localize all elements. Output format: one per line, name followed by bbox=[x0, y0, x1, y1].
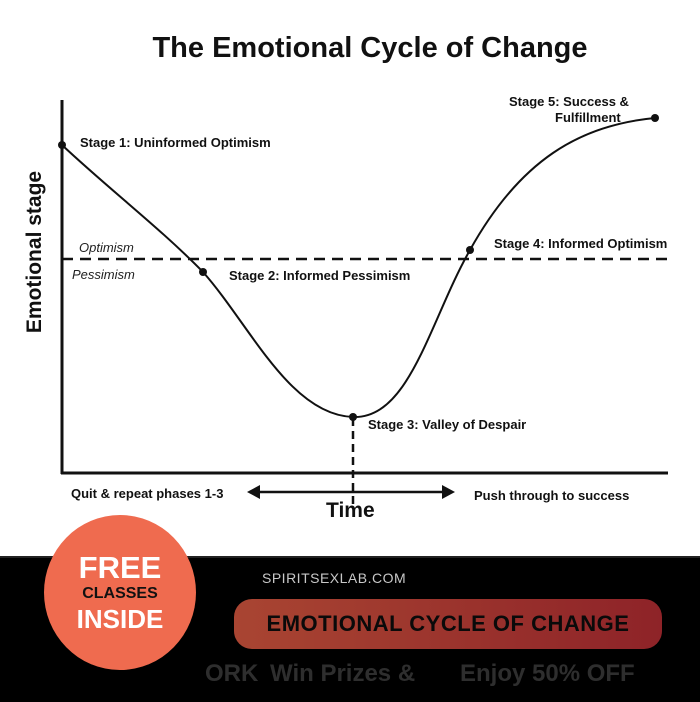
headline-button[interactable]: EMOTIONAL CYCLE OF CHANGE bbox=[234, 599, 662, 649]
stage-5-label-line1: Stage 5: Success & bbox=[509, 94, 629, 109]
stage-4-point bbox=[466, 246, 474, 254]
stage-2-label: Stage 2: Informed Pessimism bbox=[229, 268, 411, 283]
stage-3-label: Stage 3: Valley of Despair bbox=[368, 417, 527, 432]
time-arrow bbox=[247, 485, 455, 499]
cycle-diagram bbox=[58, 100, 668, 506]
badge-line-1: FREE bbox=[78, 550, 162, 585]
headline-text: EMOTIONAL CYCLE OF CHANGE bbox=[266, 611, 630, 636]
background-promo-line1: Win Prizes & bbox=[270, 660, 416, 687]
stage-1-point bbox=[58, 141, 66, 149]
stage-4-label: Stage 4: Informed Optimism bbox=[494, 236, 668, 251]
site-name[interactable]: SPIRITSEXLAB.COM bbox=[262, 570, 407, 586]
stage-2-point bbox=[199, 268, 207, 276]
stage-1-label: Stage 1: Uninformed Optimism bbox=[80, 135, 271, 150]
background-promo-line2: Enjoy 50% OFF bbox=[460, 660, 635, 687]
free-classes-badge[interactable]: FREE CLASSES INSIDE bbox=[44, 515, 196, 670]
x-axis-label: Time bbox=[326, 499, 375, 522]
badge-line-3: INSIDE bbox=[76, 604, 164, 634]
background-partial-text: ORK bbox=[205, 660, 259, 687]
stage-5-label-line2: Fulfillment bbox=[555, 110, 621, 125]
push-label: Push through to success bbox=[474, 488, 630, 503]
badge-line-2: CLASSES bbox=[82, 585, 158, 602]
stage-5-point bbox=[651, 114, 659, 122]
optimism-label: Optimism bbox=[79, 240, 134, 255]
quit-label: Quit & repeat phases 1-3 bbox=[71, 486, 224, 501]
stage-3-point bbox=[349, 413, 357, 421]
chart-title: The Emotional Cycle of Change bbox=[152, 32, 588, 64]
pessimism-label: Pessimism bbox=[72, 267, 135, 282]
